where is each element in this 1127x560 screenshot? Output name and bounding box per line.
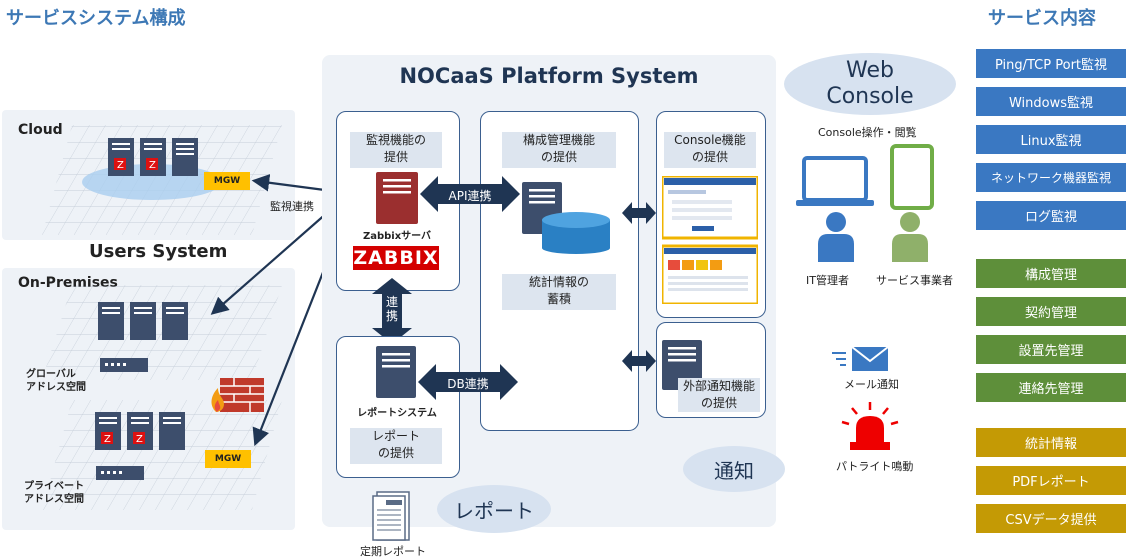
- stats-label: 統計情報の 蓄積: [502, 274, 616, 310]
- private-address-label: プライベート アドレス空間: [24, 481, 84, 505]
- service-ping: Ping/TCP Port監視: [976, 49, 1126, 78]
- service-linux: Linux監視: [976, 125, 1126, 154]
- zabbix-server-icon: [376, 172, 418, 224]
- db-server-icon: [522, 182, 610, 254]
- it-admin-label: IT管理者: [806, 274, 849, 287]
- notify-label: 外部通知機能 の提供: [678, 378, 760, 412]
- monitor-link-label: 監視連携: [270, 200, 314, 213]
- vertical-link-label: 連 携: [385, 295, 398, 323]
- global-servers: [98, 302, 188, 340]
- service-csv: CSVデータ提供: [976, 504, 1126, 533]
- cloud-mgw: MGW: [204, 172, 250, 190]
- monitor-label: 監視機能の 提供: [350, 132, 442, 168]
- web-console-bubble: Web Console: [784, 53, 956, 115]
- console-label: Console機能 の提供: [664, 132, 756, 168]
- zabbix-server-label: Zabbixサーバ: [362, 231, 432, 242]
- svg-text:Z: Z: [104, 434, 111, 445]
- svg-text:Z: Z: [149, 160, 156, 171]
- service-contact: 連絡先管理: [976, 373, 1126, 402]
- cloud-label: Cloud: [18, 122, 63, 138]
- console-screenshots: [662, 176, 758, 304]
- service-network: ネットワーク機器監視: [976, 163, 1126, 192]
- users-system-title: Users System: [89, 241, 228, 262]
- svg-text:Z: Z: [117, 160, 124, 171]
- config-label: 構成管理機能 の提供: [502, 132, 616, 168]
- switch-icon: [100, 358, 148, 372]
- patlite-label: パトライト鳴動: [836, 460, 914, 473]
- service-windows: Windows監視: [976, 87, 1126, 116]
- right-title: サービス内容: [988, 8, 1096, 29]
- provider-label: サービス事業者: [876, 274, 953, 287]
- private-mgw: MGW: [205, 450, 251, 468]
- report-document-icon: [372, 491, 410, 541]
- api-link-arrow: [420, 176, 520, 212]
- service-config: 構成管理: [976, 259, 1126, 288]
- report-bubble: レポート: [437, 485, 551, 533]
- platform-title: NOCaaS Platform System: [399, 64, 699, 88]
- service-log: ログ監視: [976, 201, 1126, 230]
- private-switch-icon: [96, 466, 144, 480]
- left-title: サービスシステム構成: [6, 8, 186, 29]
- db-link-arrow: [418, 364, 518, 400]
- db-link-label: DB連携: [447, 377, 489, 391]
- mail-icon: [832, 346, 889, 371]
- console-ops-label: Console操作・閲覧: [818, 126, 917, 139]
- svg-text:Z: Z: [136, 434, 143, 445]
- api-link-label: API連携: [448, 189, 492, 203]
- config-notify-arrow: [622, 350, 656, 372]
- service-location: 設置先管理: [976, 335, 1126, 364]
- patlite-icon: [841, 402, 899, 450]
- vertical-link-arrow: [372, 278, 412, 344]
- config-console-arrow: [622, 202, 656, 224]
- users-icons: [796, 144, 934, 262]
- mail-label: メール通知: [844, 378, 899, 391]
- service-stats: 統計情報: [976, 428, 1126, 457]
- service-contract: 契約管理: [976, 297, 1126, 326]
- notify-bubble: 通知: [683, 446, 785, 492]
- notify-server-icon: [662, 340, 702, 390]
- periodic-report-label: 定期レポート: [360, 545, 426, 558]
- report-server-icon: [376, 346, 416, 398]
- report-label: レポート の提供: [350, 428, 442, 464]
- global-address-label: グローバル アドレス空間: [26, 369, 86, 393]
- report-system-label: レポートシステム: [357, 408, 437, 419]
- zabbix-logo: ZABBIX: [353, 246, 439, 270]
- service-pdf: PDFレポート: [976, 466, 1126, 495]
